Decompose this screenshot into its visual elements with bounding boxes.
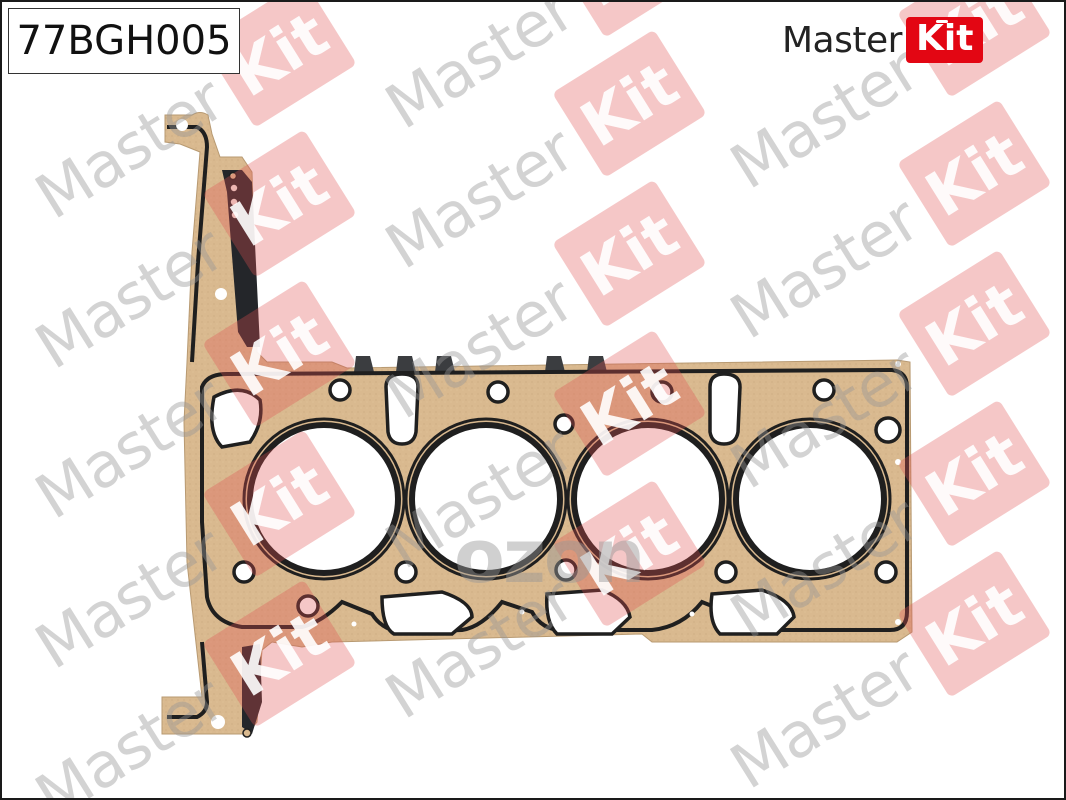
brand-logo-master: Master — [782, 19, 902, 61]
part-number-box: 77BGH005 — [8, 8, 240, 74]
cylinder-bore-1 — [247, 422, 401, 576]
brand-logo: Master Kit — [782, 10, 984, 70]
cylinder-bore-3 — [571, 422, 725, 576]
center-watermark: ozon — [454, 514, 645, 600]
cylinder-bore-2 — [409, 422, 563, 576]
cylinder-bores — [242, 417, 892, 581]
part-number: 77BGH005 — [16, 18, 232, 64]
coolant-passages — [210, 372, 796, 636]
bolt-holes — [227, 378, 902, 618]
cylinder-bore-4 — [733, 422, 887, 576]
top-tabs — [354, 356, 607, 372]
brand-logo-kit-badge: Kit — [905, 17, 984, 63]
dowel-dots — [351, 361, 901, 627]
left-arm-seal — [167, 119, 262, 738]
